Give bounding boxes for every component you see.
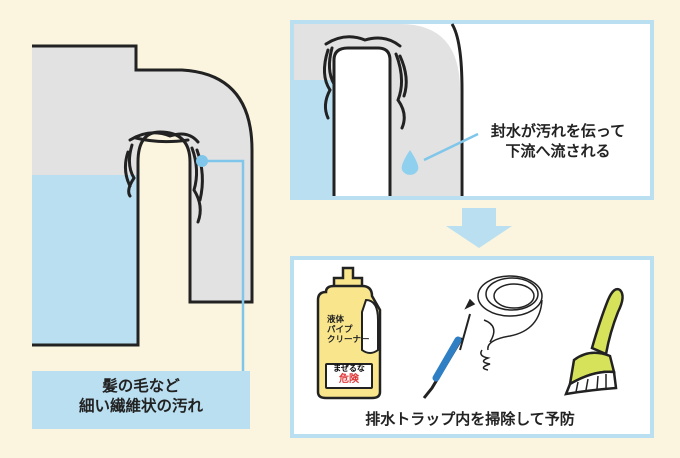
cleaning-brush-icon [564,287,624,396]
left-caption-line2: 細い繊維状の汚れ [78,397,203,416]
left-caption-line1: 髪の毛など [102,377,180,395]
bottle-label: 液体 パイプ クリーナー [327,315,370,345]
bottom-caption: 排水トラップ内を掃除して予防 [365,410,575,428]
bottle-label-line3: クリーナー [327,334,370,345]
right-caption-line1: 封水が汚れを伝って [490,122,626,140]
warning-bottom: 危険 [339,373,359,385]
top-right-panel [290,20,654,200]
leader-line [196,155,245,372]
warning-label: まぜるな 危険 [325,363,373,389]
hair-clog-icon [123,131,204,224]
right-caption: 封水が汚れを伝って 下流へ流される [468,122,648,161]
drain-wire-icon [422,275,543,399]
warning-top: まぜるな [333,364,365,373]
bottle-label-line1: 液体 [327,315,345,325]
left-pipe-section [32,40,254,370]
right-caption-line2: 下流へ流される [505,141,611,160]
bottle-label-line2: パイプ [327,324,353,335]
left-caption: 髪の毛など 細い繊維状の汚れ [32,371,250,429]
down-arrow-icon [446,208,512,248]
water-drop-icon [401,150,419,175]
